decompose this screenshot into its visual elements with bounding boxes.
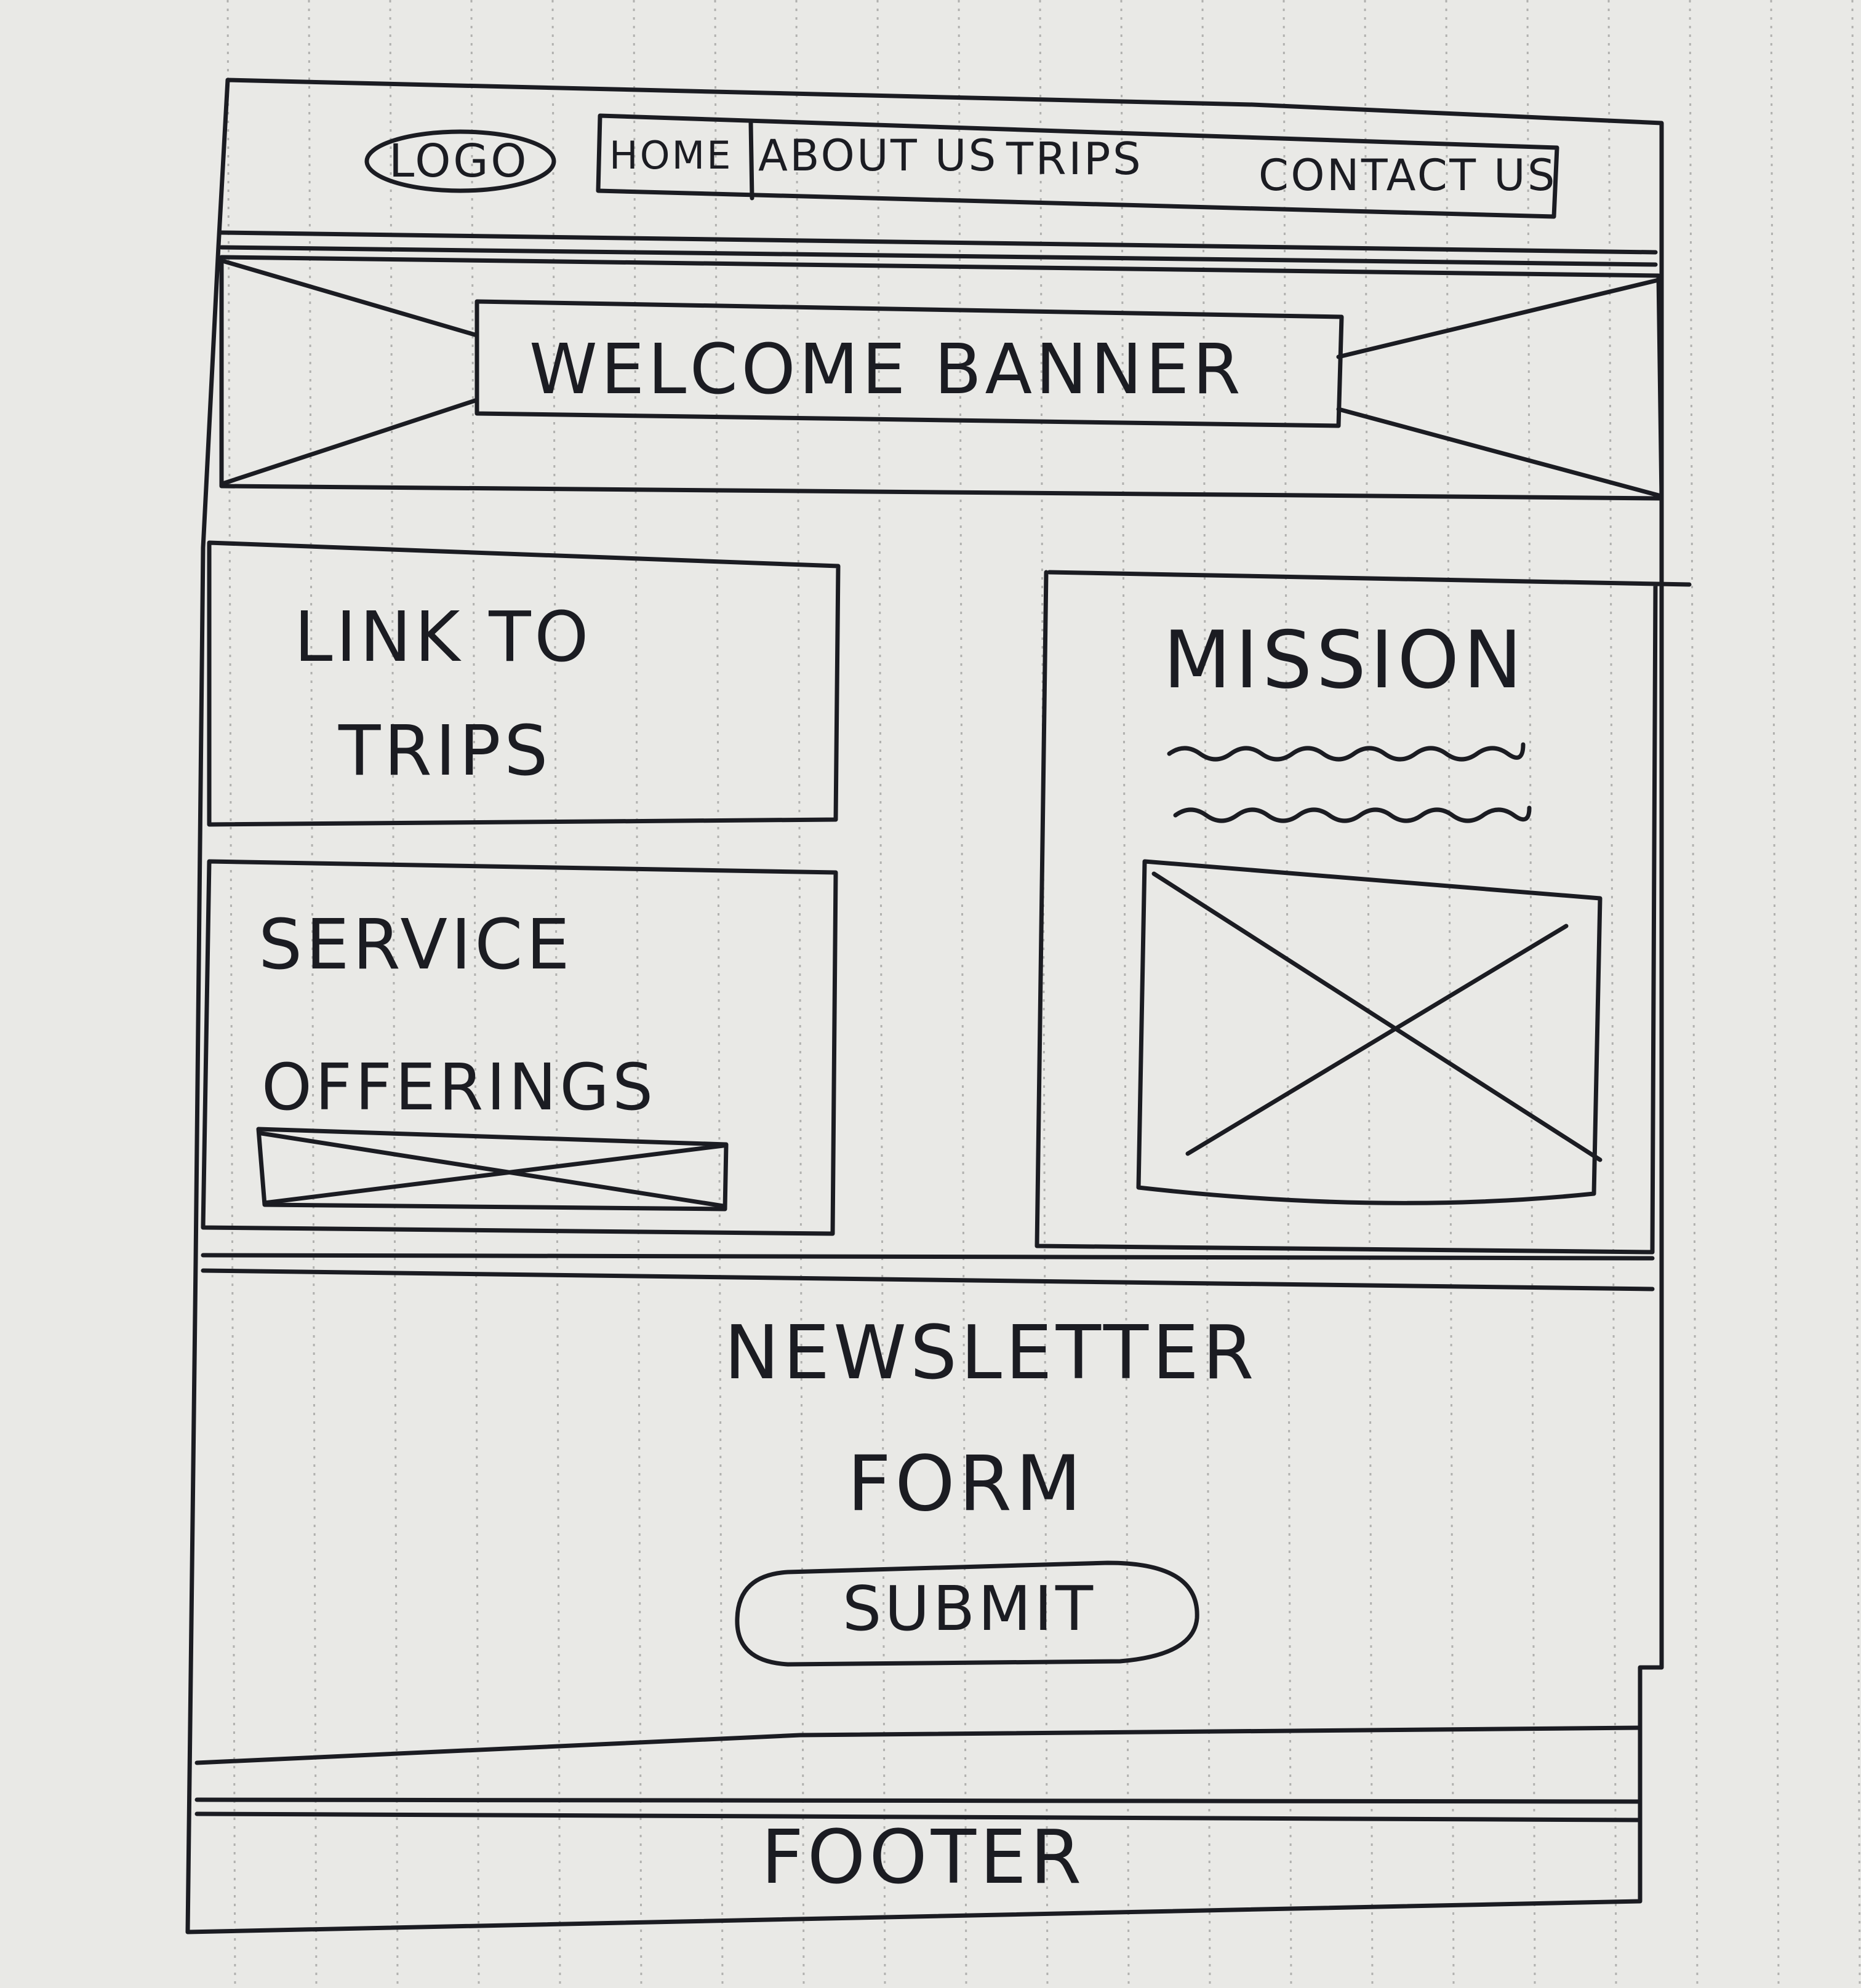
nav-item-home[interactable]: HOME [609,133,733,178]
page-frame [185,78,1664,1934]
submit-pill [735,1560,1199,1667]
banner-cross-left [222,259,479,485]
trips-link-line-1[interactable]: LINK TO [294,597,593,677]
mission-title: MISSION [1163,615,1526,706]
banner-label-box [474,299,1344,428]
nav-item-contact-us[interactable]: CONTACT US [1259,150,1557,201]
trips-link-box [207,540,841,827]
logo-ellipse [364,129,556,193]
nav-item-about-us[interactable]: ABOUT US [758,130,998,181]
welcome-banner-label: WELCOME BANNER [529,330,1244,410]
header-bottom-border [219,230,1658,267]
newsletter-top-border [201,1253,1655,1291]
logo[interactable]: LOGO [389,135,529,188]
trips-link-line-2[interactable]: TRIPS [338,711,551,791]
services-title-line-2: OFFERINGS [262,1050,657,1125]
mission-text-squiggle-2 [1173,805,1532,823]
mission-image-frame [1136,859,1603,1205]
footer-top-border-inner [194,1811,1643,1822]
services-title-line-1: SERVICE [258,905,574,985]
footer-top-border [194,1725,1643,1804]
mission-text-squiggle-1 [1167,742,1526,762]
mission-image-cross [1151,871,1603,1162]
footer-label: FOOTER [761,1815,1086,1901]
nav-divider [748,121,754,201]
banner-cross-right [1336,277,1661,498]
services-image-frame [256,1127,729,1212]
newsletter-title-line-1: NEWSLETTER [724,1311,1258,1396]
nav-item-trips[interactable]: TRIPS [1006,133,1143,185]
mission-box [1035,570,1692,1255]
services-box [201,859,838,1236]
banner-frame [219,255,1664,501]
services-image-cross [259,1131,726,1208]
nav-box [596,113,1559,219]
submit-button[interactable]: SUBMIT [842,1573,1097,1645]
newsletter-title-line-2: FORM [847,1440,1086,1528]
